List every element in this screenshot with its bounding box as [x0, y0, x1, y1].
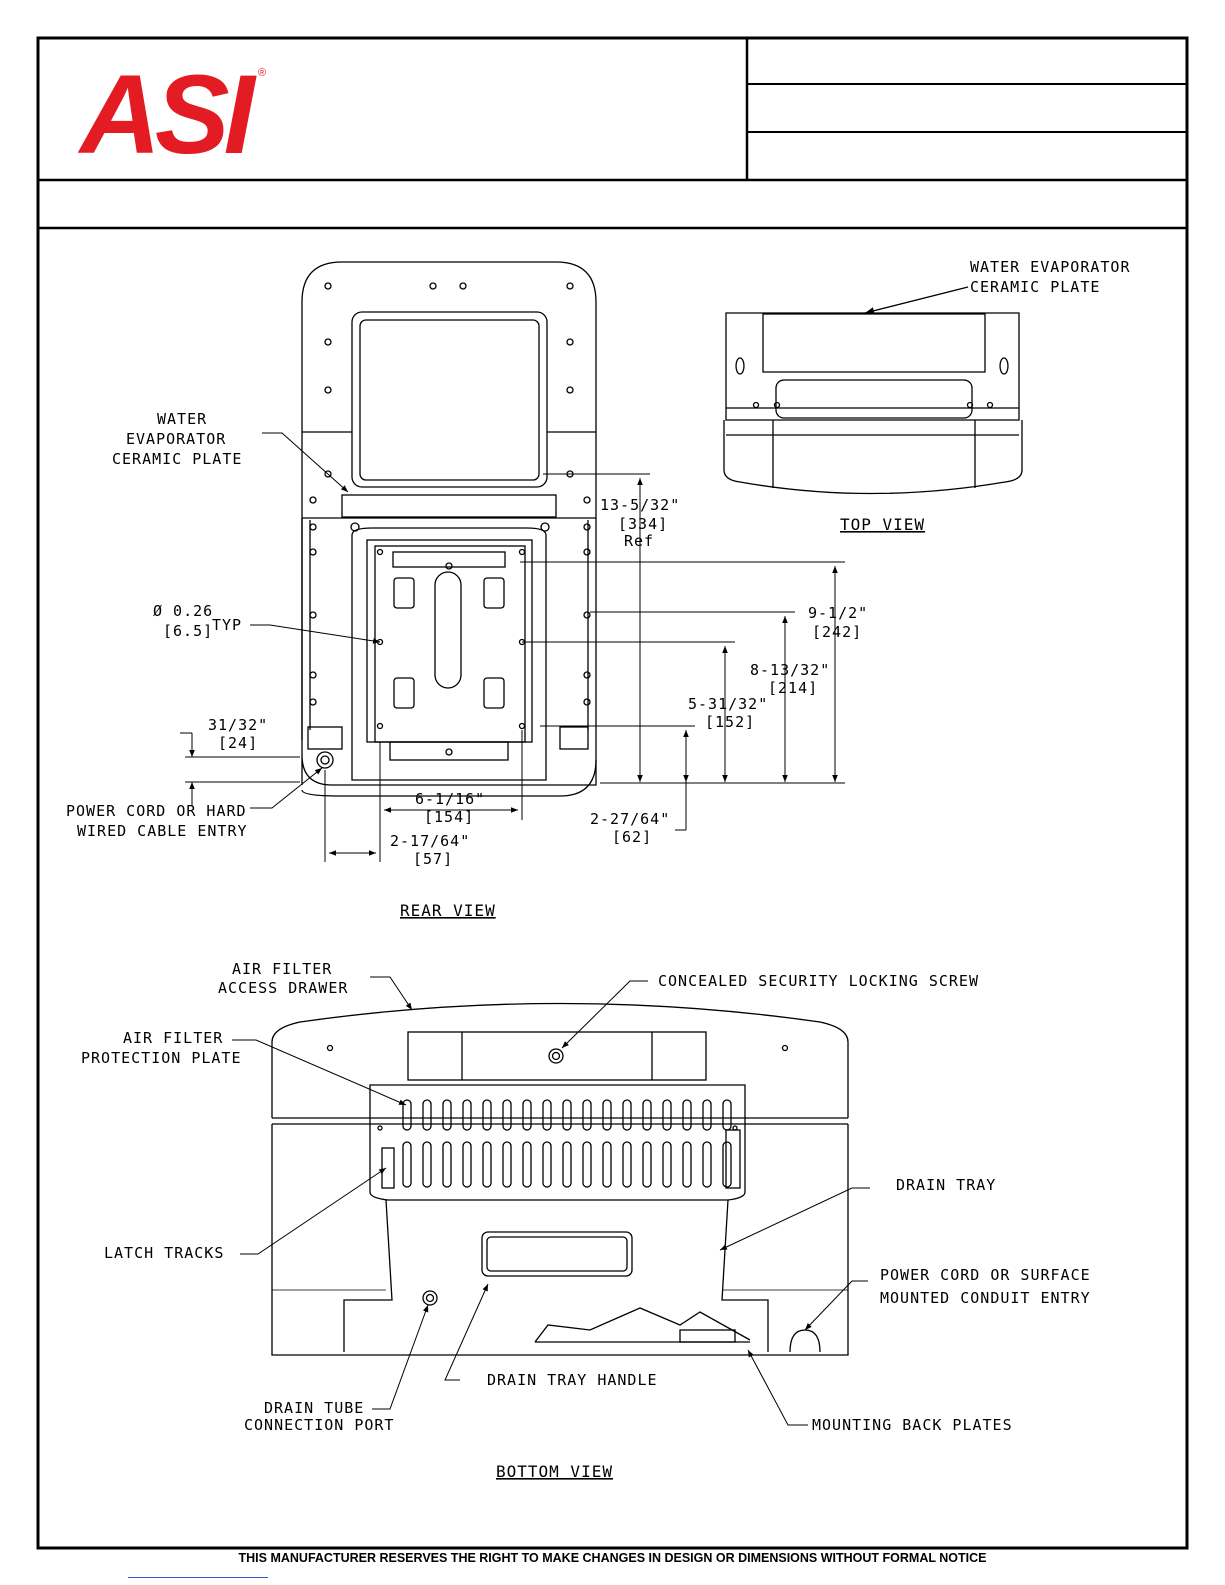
label-rear-plate-3: CERAMIC PLATE [112, 450, 242, 468]
label-top-plate-1: WATER EVAPORATOR [970, 258, 1131, 276]
caption-rear-view: REAR VIEW [400, 901, 496, 920]
bottom-view-drawing [271, 1002, 849, 1356]
dim-9-1-2: 9-1/2" [808, 604, 868, 622]
label-tray-handle: DRAIN TRAY HANDLE [487, 1371, 658, 1389]
dim-5-31-32-metric: [152] [705, 713, 755, 731]
label-drain-port-2: CONNECTION PORT [244, 1416, 394, 1434]
dim-13-5-32-metric: [334] [618, 515, 668, 533]
label-hole-metric: [6.5] [163, 622, 213, 640]
label-power-bottom-2: MOUNTED CONDUIT ENTRY [880, 1289, 1091, 1307]
dim-6-1-16: 6-1/16" [415, 790, 485, 808]
dim-5-31-32: 5-31/32" [688, 695, 768, 713]
label-power-rear-1: POWER CORD OR HARD [66, 802, 247, 820]
dim-8-13-32: 8-13/32" [750, 661, 830, 679]
dim-13-5-32: 13-5/32" [600, 496, 680, 514]
rear-view-labels: WATER EVAPORATOR CERAMIC PLATE Ø 0.26 [6… [66, 410, 868, 920]
rear-view-drawing [301, 261, 597, 797]
top-view-drawing [723, 286, 1023, 495]
label-rear-plate-1: WATER [157, 410, 207, 428]
dim-13-5-32-ref: Ref [624, 532, 654, 550]
dim-2-27-64: 2-27/64" [590, 810, 670, 828]
vent-slots [402, 1099, 732, 1188]
bottom-view-leaders [232, 976, 870, 1426]
label-air-drawer-1: AIR FILTER [232, 960, 332, 978]
dim-2-17-64: 2-17/64" [390, 832, 470, 850]
footer-notice: THIS MANUFACTURER RESERVES THE RIGHT TO … [238, 1551, 987, 1565]
dim-31-32-metric: [24] [218, 734, 258, 752]
caption-bottom-view: BOTTOM VIEW [496, 1462, 613, 1481]
logo-registered-mark: ® [258, 67, 266, 79]
label-air-plate-2: PROTECTION PLATE [81, 1049, 242, 1067]
dim-31-32: 31/32" [208, 716, 268, 734]
label-air-plate-1: AIR FILTER [123, 1029, 223, 1047]
label-latch-tracks: LATCH TRACKS [104, 1244, 224, 1262]
label-drain-port-1: DRAIN TUBE [264, 1399, 364, 1417]
label-rear-plate-2: EVAPORATOR [126, 430, 226, 448]
dim-6-1-16-metric: [154] [424, 808, 474, 826]
label-lock-screw: CONCEALED SECURITY LOCKING SCREW [658, 972, 979, 990]
dim-2-27-64-metric: [62] [612, 828, 652, 846]
label-air-drawer-2: ACCESS DRAWER [218, 979, 348, 997]
label-hole-typ: TYP [212, 616, 242, 634]
label-hole-diameter: Ø 0.26 [153, 602, 213, 620]
asi-logo: ASI ® [77, 52, 266, 177]
label-top-plate-2: CERAMIC PLATE [970, 278, 1100, 296]
footer-link-underline[interactable] [128, 1577, 268, 1578]
dim-2-17-64-metric: [57] [413, 850, 453, 868]
label-back-plates: MOUNTING BACK PLATES [812, 1416, 1013, 1434]
label-power-rear-2: WIRED CABLE ENTRY [77, 822, 248, 840]
dim-8-13-32-metric: [214] [768, 679, 818, 697]
bottom-view-labels: AIR FILTER ACCESS DRAWER CONCEALED SECUR… [81, 960, 1091, 1481]
rear-view-dimensions [180, 432, 845, 862]
top-view-labels: WATER EVAPORATOR CERAMIC PLATE TOP VIEW [840, 258, 1131, 534]
label-drain-tray: DRAIN TRAY [896, 1176, 996, 1194]
label-power-bottom-1: POWER CORD OR SURFACE [880, 1266, 1091, 1284]
dim-9-1-2-metric: [242] [812, 623, 862, 641]
logo-text: ASI [77, 52, 258, 177]
caption-top-view: TOP VIEW [840, 515, 925, 534]
title-block [36, 36, 1189, 1550]
